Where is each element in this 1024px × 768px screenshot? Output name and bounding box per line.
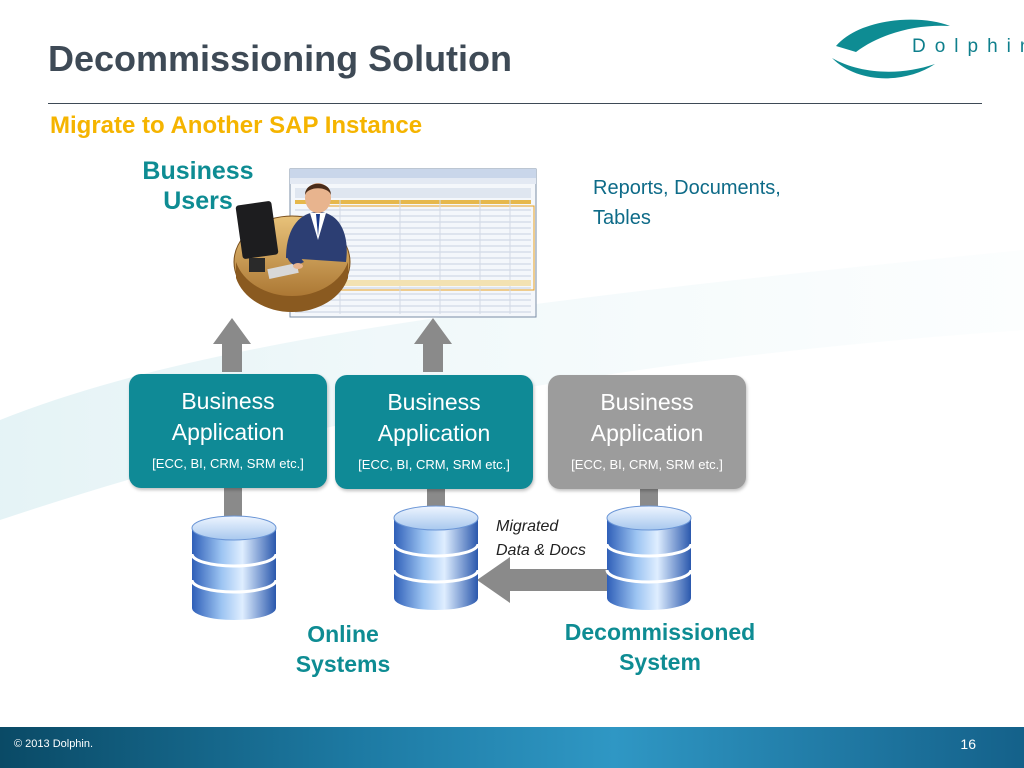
business-application-box-3: Business Application [ECC, BI, CRM, SRM … [548, 375, 746, 489]
app-title: Business Application [548, 375, 746, 449]
decommissioned-system-label: Decommissioned System [535, 617, 785, 677]
business-user-icon [233, 183, 351, 313]
database-icon [190, 515, 278, 620]
copyright-text: © 2013 Dolphin. [14, 738, 94, 750]
reports-label-line2: Tables [593, 207, 651, 229]
reports-label: Reports, Documents, Tables [593, 173, 853, 233]
app-title-line1: Business [600, 389, 694, 415]
app-subtitle: [ECC, BI, CRM, SRM etc.] [152, 456, 304, 471]
database-icon [392, 505, 480, 610]
migration-arrow-icon [477, 557, 611, 603]
page-subtitle: Migrate to Another SAP Instance [50, 112, 423, 139]
dolphin-logo-text: Dolphin [912, 36, 1024, 57]
migrated-label-line1: Migrated [496, 518, 559, 535]
online-systems-label: Online Systems [268, 619, 418, 679]
decom-label-line2: System [619, 649, 701, 675]
connector [224, 487, 658, 517]
app-title-line2: Application [171, 419, 285, 445]
reports-label-line1: Reports, Documents, [593, 177, 781, 199]
footer-bar [0, 727, 1024, 768]
business-application-box-1: Business Application [ECC, BI, CRM, SRM … [129, 374, 327, 488]
page-title: Decommissioning Solution [48, 38, 513, 79]
online-label-line2: Systems [295, 651, 391, 677]
database-icon [605, 505, 693, 610]
app-title-line1: Business [387, 389, 481, 415]
migrated-data-label: Migrated Data & Docs [496, 515, 636, 563]
app-title: Business Application [335, 375, 533, 449]
decom-label-line1: Decommissioned [564, 619, 756, 645]
title-divider [48, 103, 982, 104]
dolphin-logo-icon [832, 19, 950, 79]
page-number: 16 [960, 736, 976, 752]
app-subtitle: [ECC, BI, CRM, SRM etc.] [358, 457, 510, 472]
app-title-line2: Application [377, 420, 491, 446]
app-title-line1: Business [181, 388, 275, 414]
business-application-box-2: Business Application [ECC, BI, CRM, SRM … [335, 375, 533, 489]
business-users-label-line2: Users [163, 187, 233, 215]
diagram-graphics [0, 19, 1024, 620]
online-label-line1: Online [307, 621, 379, 647]
business-users-label: Business Users [118, 156, 278, 216]
up-arrow-icon [213, 318, 452, 372]
migrated-label-line2: Data & Docs [496, 542, 586, 559]
app-title: Business Application [129, 374, 327, 448]
app-title-line2: Application [590, 420, 704, 446]
business-users-label-line1: Business [142, 157, 254, 185]
app-subtitle: [ECC, BI, CRM, SRM etc.] [571, 457, 723, 472]
